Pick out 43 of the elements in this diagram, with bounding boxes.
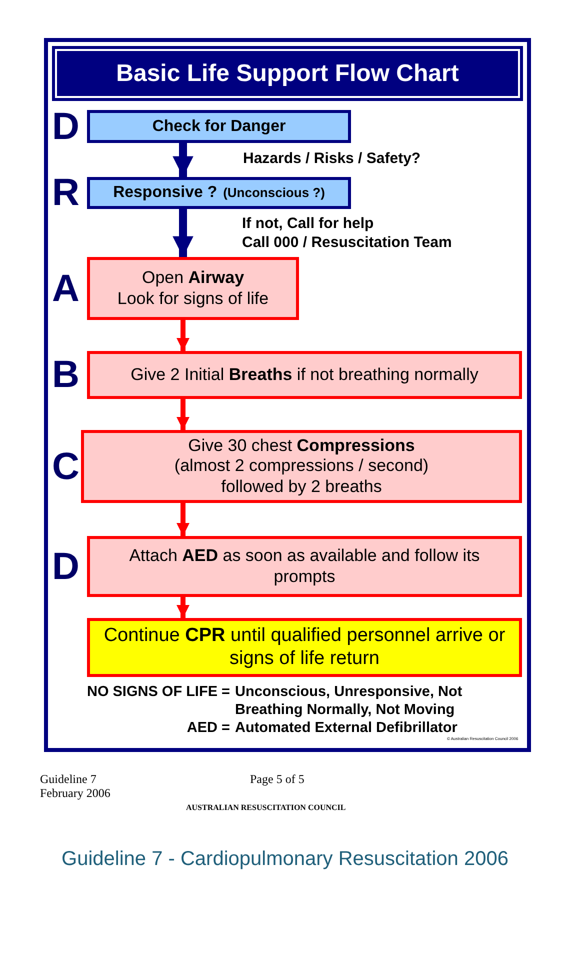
step-text: followed by 2 breaths: [221, 476, 382, 498]
step-text: Look for signs of life: [117, 288, 269, 309]
page-number: Page 5 of 5: [250, 772, 304, 787]
process-box: [81, 430, 522, 503]
footer-text: Guideline 7: [40, 772, 96, 787]
step-letter: D: [52, 548, 80, 586]
arrow: [176, 597, 190, 618]
arrow: [176, 399, 190, 430]
step-text: Responsive ?: [113, 183, 218, 203]
definition-text: Unconscious, Unresponsive, Not Breathing Normally, Not Moving: [235, 683, 464, 720]
definition-term: AED =: [186, 719, 230, 738]
note-text: If not, Call for help: [242, 215, 374, 234]
definition-text: Automated External Defibrillator: [235, 719, 458, 737]
process-box: [87, 351, 522, 399]
process-box: [87, 536, 522, 597]
title-banner: Basic Life Support Flow Chart: [52, 46, 523, 101]
footer-text: February 2006: [40, 786, 110, 801]
footer-text: AUSTRALIAN RESUSCITATION COUNCIL: [186, 803, 346, 813]
process-box: [87, 177, 351, 209]
step-letter: B: [52, 356, 80, 394]
note-text: Call 000 / Resuscitation Team: [242, 234, 452, 253]
step-text: Give 2 Initial Breaths if not breathing normally: [130, 364, 478, 386]
step-text: Check for Danger: [152, 116, 286, 136]
step-text: Attach AED as soon as available and follow its prompts: [128, 546, 481, 587]
process-box: [87, 257, 299, 320]
arrow: [176, 320, 190, 351]
process-box: [87, 618, 522, 677]
step-letter: A: [52, 270, 80, 308]
arrow: [172, 143, 194, 177]
step-text: (almost 2 compressions / second): [174, 456, 429, 477]
caption: Guideline 7 - Cardiopulmonary Resuscitation 2006: [60, 848, 510, 871]
step-letter: D: [52, 108, 80, 146]
note-text: Hazards / Risks / Safety?: [243, 150, 421, 169]
step-text: (Unconscious ?): [223, 185, 325, 201]
process-box: [87, 110, 351, 143]
step-letter: R: [52, 174, 80, 212]
step-text: Give 30 chest Compressions: [188, 436, 415, 456]
arrow: [172, 209, 194, 257]
step-text: Open Airway: [142, 268, 244, 288]
step-letter: C: [52, 448, 80, 486]
arrow: [176, 503, 190, 536]
step-text: Continue CPR until qualified personnel arrive or signs of life return: [102, 624, 506, 670]
definition-term: NO SIGNS OF LIFE =: [86, 683, 230, 702]
